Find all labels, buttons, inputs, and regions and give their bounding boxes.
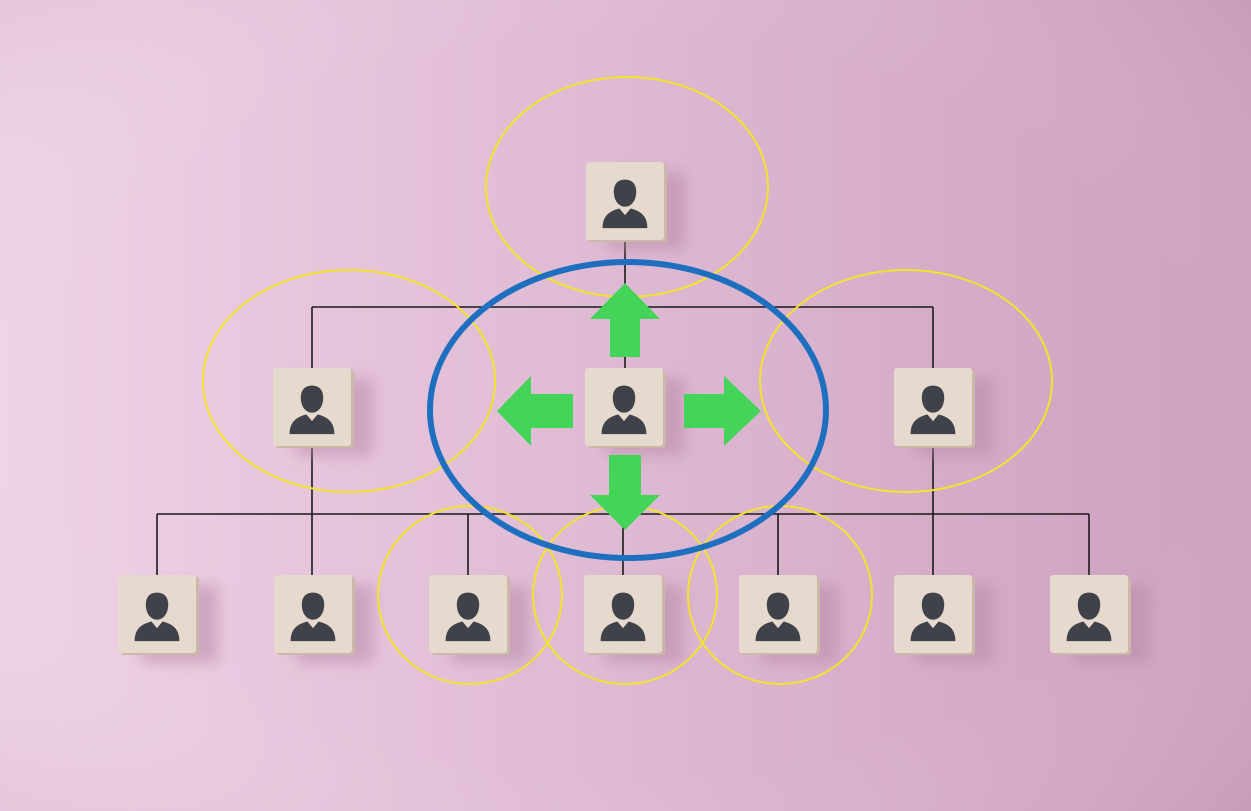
- node-block-bottom-2: [274, 575, 374, 663]
- arrow-left-icon: [497, 376, 573, 446]
- node-block-bottom-4: [584, 575, 684, 663]
- node-block-middle-center: [585, 368, 685, 456]
- node-block-bottom-1: [118, 575, 218, 663]
- node-block-bottom-5: [739, 575, 839, 663]
- highlight-ring-middle-center: [427, 259, 829, 561]
- direction-arrows: [497, 283, 761, 530]
- arrow-up-icon: [590, 283, 660, 357]
- node-block-bottom-6: [894, 575, 994, 663]
- neighbor-ring-middle-left: [202, 269, 496, 493]
- connector-lines: [156, 240, 1090, 575]
- node-block-bottom-3: [429, 575, 529, 663]
- node-blocks: [118, 162, 1150, 663]
- neighbor-ring-bottom-3: [377, 505, 563, 685]
- neighbor-ring-middle-right: [759, 269, 1053, 493]
- arrow-down-icon: [590, 455, 660, 530]
- node-block-middle-right: [894, 368, 994, 456]
- node-block-middle-left: [273, 368, 373, 456]
- arrow-right-icon: [684, 376, 761, 446]
- node-block-top: [586, 162, 686, 250]
- node-block-bottom-7: [1050, 575, 1150, 663]
